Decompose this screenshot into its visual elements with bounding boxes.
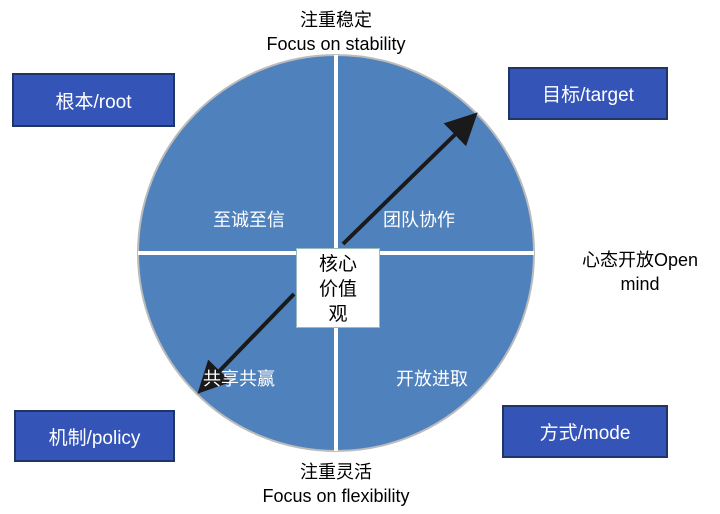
center-core-values: 核心价值观 xyxy=(296,248,380,328)
center-label: 核心价值观 xyxy=(318,254,357,325)
box-target: 目标/target xyxy=(508,67,668,120)
right-label: 心态开放Open mind xyxy=(581,250,699,294)
quadrant-bottom-right: 开放进取 xyxy=(396,369,468,389)
quadrant-bottom-left: 共享共赢 xyxy=(203,369,275,389)
bottom-label: 注重灵活 Focus on flexibility xyxy=(226,460,446,508)
top-label-en: Focus on stability xyxy=(266,34,406,54)
box-root: 根本/root xyxy=(12,73,175,127)
top-label-zh: 注重稳定 xyxy=(300,10,372,30)
top-label: 注重稳定 Focus on stability xyxy=(236,8,436,56)
quadrant-top-left: 至诚至信 xyxy=(213,210,285,230)
bottom-label-zh: 注重灵活 xyxy=(300,462,372,482)
quadrant-top-right: 团队协作 xyxy=(383,210,455,230)
box-policy: 机制/policy xyxy=(14,410,175,462)
arrow-down-left xyxy=(197,292,296,394)
bottom-label-en: Focus on flexibility xyxy=(262,486,410,506)
box-mode: 方式/mode xyxy=(502,405,668,458)
arrow-up-right xyxy=(341,112,478,246)
